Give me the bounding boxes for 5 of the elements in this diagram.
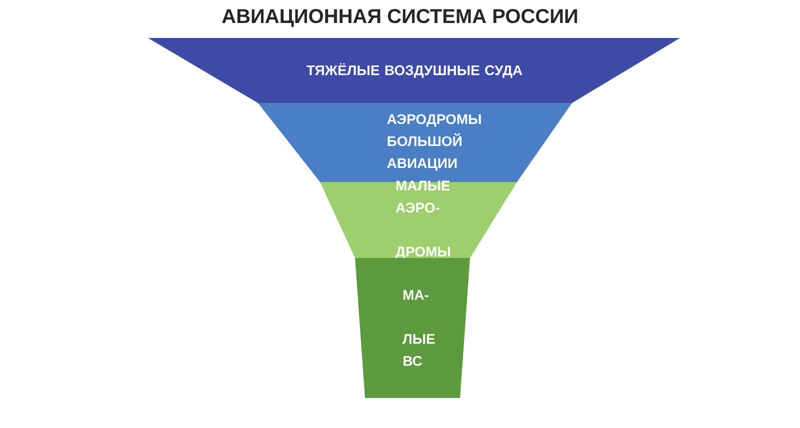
funnel-band: МАЛЫЕ АЭРО- ДРОМЫ [320,180,517,260]
funnel-band: ТЯЖЁЛЫЕ ВОЗДУШНЫЕ СУДА [148,38,680,103]
funnel-band: АЭРОДРОМЫ БОЛЬШОЙ АВИАЦИИ [258,103,572,182]
title: АВИАЦИОННАЯ СИСТЕМА РОССИИ [222,9,578,27]
funnel-band: МА- ЛЫЕ ВС [355,258,470,398]
